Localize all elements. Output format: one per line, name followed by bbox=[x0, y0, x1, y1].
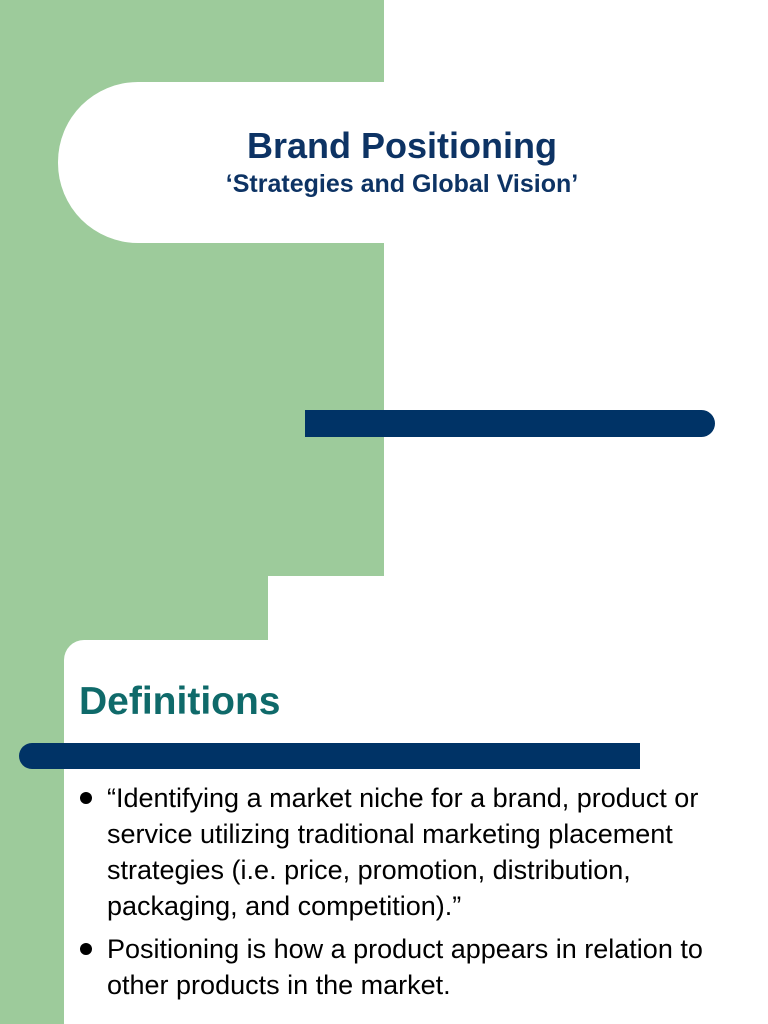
slide-2: Definitions “Identifying a market niche … bbox=[0, 576, 768, 1024]
bullet-text: Positioning is how a product appears in … bbox=[107, 934, 703, 1000]
bullet-item: “Identifying a market niche for a brand,… bbox=[0, 780, 768, 924]
bullet-dot-icon bbox=[80, 943, 92, 955]
bullet-dot-icon bbox=[80, 792, 92, 804]
slide-title: Brand Positioning bbox=[247, 125, 557, 166]
slide-subtitle: ‘Strategies and Global Vision’ bbox=[225, 170, 579, 198]
bullet-item: Positioning is how a product appears in … bbox=[0, 931, 768, 1003]
slide-1: Brand Positioning ‘Strategies and Global… bbox=[0, 0, 768, 576]
bullet-text: “Identifying a market niche for a brand,… bbox=[107, 783, 699, 921]
title-pill-shape bbox=[58, 82, 768, 243]
content-panel bbox=[64, 640, 768, 1024]
slide-heading: Definitions bbox=[79, 680, 281, 723]
navy-accent-bar bbox=[305, 410, 715, 437]
bullet-list: “Identifying a market niche for a brand,… bbox=[0, 780, 768, 1010]
navy-accent-bar bbox=[19, 743, 640, 769]
